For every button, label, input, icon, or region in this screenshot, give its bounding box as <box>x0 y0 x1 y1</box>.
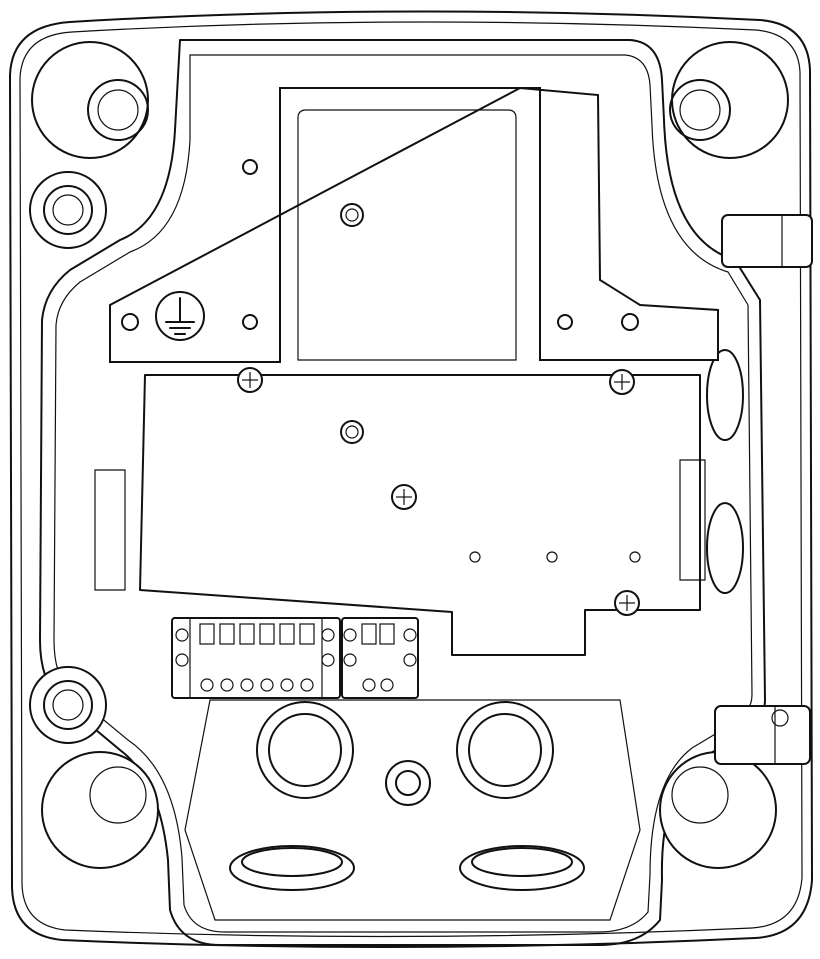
plate-hole-middle <box>340 420 364 444</box>
plate-screw-2 <box>609 369 635 395</box>
protective-earth-icon <box>155 291 205 341</box>
side-port-right-lower <box>706 502 744 594</box>
mounting-plate-raised-area <box>297 109 517 361</box>
plate-screw-3 <box>391 484 417 510</box>
bracket-hole-4 <box>557 314 573 330</box>
outer-housing <box>9 10 813 949</box>
terminal-block-right <box>341 617 419 699</box>
plate-screw-4 <box>614 590 640 616</box>
mounting-boss-bottom-left <box>41 751 159 869</box>
bracket-hole-3 <box>242 314 258 330</box>
inner-cavity-lip <box>53 54 753 933</box>
outer-housing-inner-edge <box>19 21 803 938</box>
hinge-lug-upper <box>721 214 813 268</box>
cable-gland-bottom-left <box>229 845 355 891</box>
cable-gland-front-left <box>256 701 354 799</box>
side-port-right-upper <box>706 349 744 441</box>
din-plate <box>139 374 701 656</box>
plate-hole-upper <box>340 203 364 227</box>
plate-screw-1 <box>237 367 263 393</box>
side-port-left-lower <box>29 666 107 744</box>
side-port-left-upper <box>29 171 107 249</box>
plate-hole-small-3 <box>629 551 641 563</box>
bracket-hole-5 <box>621 313 639 331</box>
mounting-boss-bottom-right <box>659 751 777 869</box>
din-plate-right-flange <box>679 459 706 581</box>
din-plate-left-flange <box>94 469 126 591</box>
mounting-boss-top-left <box>31 41 149 159</box>
mounting-plate <box>109 86 719 363</box>
terminal-block-left <box>171 617 341 699</box>
cable-gland-bottom-right <box>459 845 585 891</box>
floor-outline <box>184 699 641 921</box>
inner-cavity-wall <box>39 39 766 946</box>
plate-hole-small-1 <box>469 551 481 563</box>
plate-hole-small-2 <box>546 551 558 563</box>
bracket-hole-1 <box>242 159 258 175</box>
earth-stud <box>385 760 431 806</box>
mounting-boss-top-right <box>669 41 789 159</box>
hinge-lug-lower <box>714 705 811 765</box>
bracket-hole-2 <box>121 313 139 331</box>
cable-gland-front-right <box>456 701 554 799</box>
